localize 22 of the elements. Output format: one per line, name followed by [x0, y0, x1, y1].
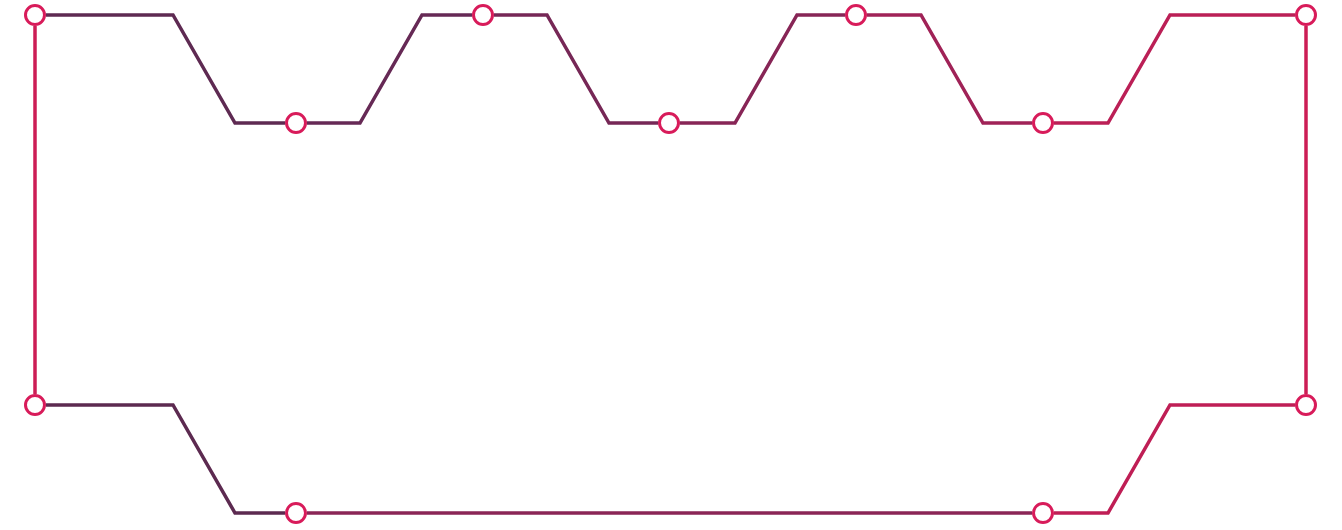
- circle-marker: [24, 394, 46, 416]
- circle-marker: [1295, 394, 1317, 416]
- connector-line: [494, 13, 658, 125]
- circle-marker: [472, 4, 494, 26]
- connector-line: [1054, 13, 1295, 125]
- connector-line: [680, 13, 845, 125]
- circle-marker: [1032, 502, 1054, 524]
- connector-line: [307, 13, 472, 125]
- circle-marker: [24, 4, 46, 26]
- connector-line: [33, 26, 37, 394]
- circle-marker: [285, 502, 307, 524]
- connector-line: [307, 511, 1032, 515]
- connector-line: [867, 13, 1032, 125]
- connector-line: [46, 13, 285, 125]
- connector-line: [46, 403, 285, 515]
- circle-marker: [1295, 4, 1317, 26]
- connector-line: [1054, 403, 1295, 515]
- connector-line: [1304, 26, 1308, 394]
- circle-marker: [845, 4, 867, 26]
- circle-marker: [285, 112, 307, 134]
- circle-marker: [1032, 112, 1054, 134]
- circle-marker: [658, 112, 680, 134]
